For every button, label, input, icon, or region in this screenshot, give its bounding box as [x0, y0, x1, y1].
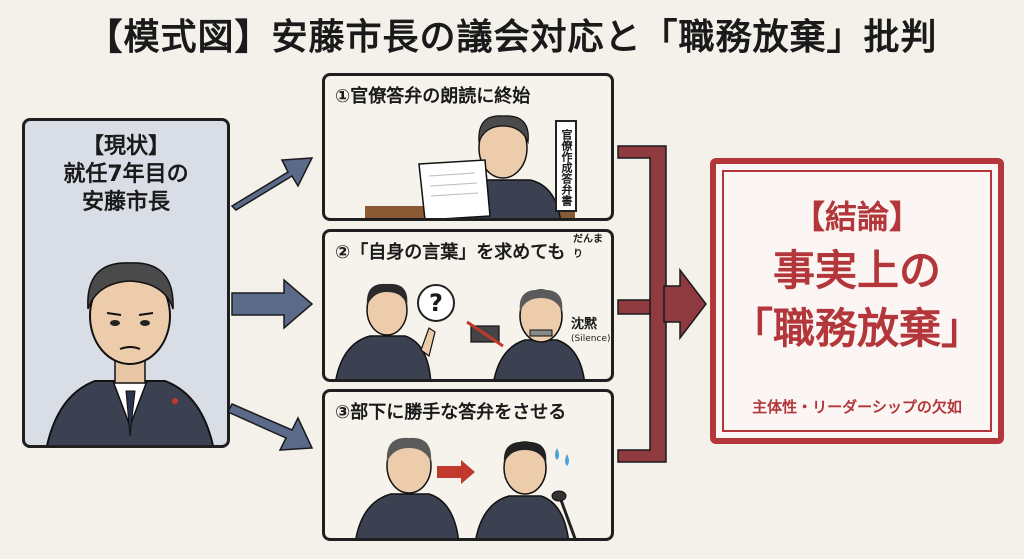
step-2-title: ②「自身の言葉」を求めても — [335, 238, 565, 264]
page-title: 【模式図】安藤市長の議会対応と「職務放棄」批判 — [86, 17, 938, 58]
merge-bracket — [617, 145, 667, 463]
arrow-to-step-2 — [231, 278, 314, 330]
status-name: 安藤市長 — [81, 190, 170, 215]
status-text: 【現状】 就任7年目の 安藤市長 — [25, 133, 227, 217]
step-2-panel: ②「自身の言葉」を求めても だんまり ? 沈黙 (Silence) — [322, 229, 614, 382]
conclusion-heading: 【結論】 — [792, 198, 921, 236]
silence-en: (Silence) — [571, 334, 611, 344]
step-1-panel: ①官僚答弁の朗読に終始 官僚作成答弁書 — [322, 73, 614, 221]
step-2-ruby: だんまり — [573, 234, 603, 260]
answer-document-label: 官僚作成答弁書 — [555, 120, 577, 212]
step-1-title: ①官僚答弁の朗読に終始 — [335, 86, 531, 107]
conclusion-line-2: 「職務放棄」 — [730, 304, 983, 353]
arrow-to-step-3 — [226, 403, 314, 451]
silence-jp: 沈黙 — [571, 317, 598, 332]
status-term: 就任7年目の — [63, 162, 189, 187]
question-bubble: ? — [417, 284, 455, 322]
delegation-illustration — [355, 437, 577, 538]
step-3-title: ③部下に勝手な答弁をさせる — [335, 402, 567, 423]
arrow-to-conclusion — [663, 267, 707, 341]
conclusion-stamp: 【結論】 事実上の 「職務放棄」 主体性・リーダーシップの欠如 — [710, 158, 1004, 444]
step-3-panel: ③部下に勝手な答弁をさせる — [322, 389, 614, 541]
arrow-to-step-1 — [230, 157, 314, 211]
step-2-title-text: ②「自身の言葉」を求めても — [335, 242, 566, 263]
question-illustration — [335, 283, 585, 379]
status-heading: 【現状】 — [81, 134, 170, 159]
conclusion-main: 事実上の 「職務放棄」 — [716, 242, 998, 358]
mayor-illustration — [46, 262, 214, 445]
conclusion-line-1: 事実上の — [772, 246, 941, 295]
conclusion-subtext: 主体性・リーダーシップの欠如 — [752, 398, 962, 416]
reading-illustration — [365, 115, 575, 218]
conclusion-inner-border — [722, 170, 992, 432]
silence-label: 沈黙 (Silence) — [571, 318, 610, 346]
status-panel: 【現状】 就任7年目の 安藤市長 — [22, 118, 230, 448]
